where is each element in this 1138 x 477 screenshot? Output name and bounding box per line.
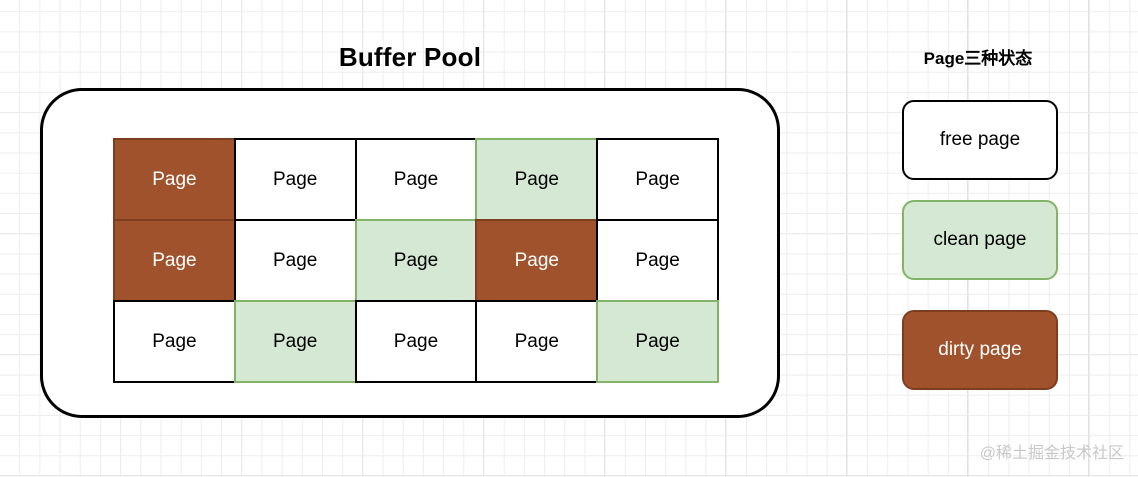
page-cell-free[interactable]: Page bbox=[596, 138, 719, 221]
page-cell-dirty[interactable]: Page bbox=[113, 219, 236, 302]
legend-item-dirty-page[interactable]: dirty page bbox=[902, 310, 1058, 390]
watermark: @稀土掘金技术社区 bbox=[979, 445, 1124, 462]
page-cell-free[interactable]: Page bbox=[113, 300, 236, 383]
page-cell-clean[interactable]: Page bbox=[596, 300, 719, 383]
page-cell-free[interactable]: Page bbox=[475, 300, 599, 383]
page-cell-free[interactable]: Page bbox=[233, 138, 357, 221]
page-cell-free[interactable]: Page bbox=[596, 219, 719, 302]
page-cell-free[interactable]: Page bbox=[233, 219, 357, 302]
buffer-pool-title: Buffer Pool bbox=[338, 42, 482, 72]
page-cell-free[interactable]: Page bbox=[354, 138, 478, 221]
page-cell-dirty[interactable]: Page bbox=[475, 219, 599, 302]
page-cell-clean[interactable]: Page bbox=[233, 300, 357, 383]
page-cell-free[interactable]: Page bbox=[354, 300, 478, 383]
page-cell-clean[interactable]: Page bbox=[475, 138, 599, 221]
page-cell-clean[interactable]: Page bbox=[354, 219, 478, 302]
page-cell-dirty[interactable]: Page bbox=[113, 138, 236, 221]
legend-item-clean-page[interactable]: clean page bbox=[902, 200, 1058, 280]
legend-title: Page三种状态 bbox=[923, 49, 1033, 68]
legend-item-free-page[interactable]: free page bbox=[902, 100, 1058, 180]
